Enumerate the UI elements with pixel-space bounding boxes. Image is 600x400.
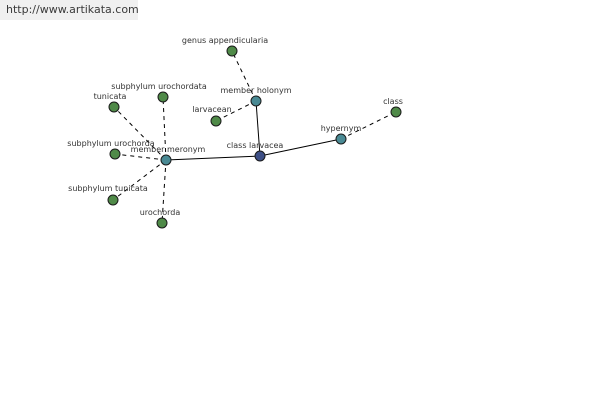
- edge-member-meronym-to-subphylum-tunicata: [112, 159, 167, 201]
- node-label-class: class: [383, 97, 403, 106]
- node-label-hypernym: hypernym: [321, 124, 362, 133]
- node-subphylum-urochordata[interactable]: [157, 91, 169, 103]
- node-tunicata[interactable]: [108, 101, 120, 113]
- edge-class-larvacea-to-hypernym: [259, 138, 342, 157]
- labels-layer: class larvacea member holonym member meron…: [67, 36, 403, 217]
- node-class[interactable]: [390, 106, 402, 118]
- node-label-larvacean: larvacean: [192, 105, 231, 114]
- node-subphylum-tunicata[interactable]: [107, 194, 119, 206]
- watermark-url: http://www.artikata.com: [0, 0, 139, 20]
- node-label-subphylum-urochordata: subphylum urochordata: [111, 82, 207, 91]
- nodes-layer: [107, 45, 402, 229]
- edge-class-larvacea-to-member-meronym: [165, 155, 261, 161]
- node-label-member-holonym: member holonym: [220, 86, 291, 95]
- node-member-holonym[interactable]: [250, 95, 262, 107]
- edge-class-larvacea-to-member-holonym: [255, 100, 261, 157]
- edge-member-holonym-to-genus-appendicularia: [231, 50, 257, 102]
- edge-member-meronym-to-subphylum-urochorda: [114, 153, 167, 161]
- node-class-larvacea[interactable]: [254, 150, 266, 162]
- node-label-genus-appendicularia: genus appendicularia: [182, 36, 268, 45]
- edges-layer: [112, 50, 397, 224]
- node-hypernym[interactable]: [335, 133, 347, 145]
- node-label-member-meronym: member meronym: [131, 145, 206, 154]
- edge-hypernym-to-class: [340, 111, 397, 140]
- node-label-subphylum-urochorda: subphylum urochorda: [67, 139, 154, 148]
- node-label-subphylum-tunicata: subphylum tunicata: [68, 184, 148, 193]
- node-label-class-larvacea: class larvacea: [227, 141, 284, 150]
- edge-member-meronym-to-urochorda: [161, 159, 167, 224]
- edge-member-meronym-to-subphylum-urochordata: [162, 96, 167, 161]
- node-genus-appendicularia[interactable]: [226, 45, 238, 57]
- node-urochorda[interactable]: [156, 217, 168, 229]
- node-label-tunicata: tunicata: [94, 92, 127, 101]
- node-label-urochorda: urochorda: [140, 208, 181, 217]
- node-member-meronym[interactable]: [160, 154, 172, 166]
- node-larvacean[interactable]: [210, 115, 222, 127]
- node-subphylum-urochorda[interactable]: [109, 148, 121, 160]
